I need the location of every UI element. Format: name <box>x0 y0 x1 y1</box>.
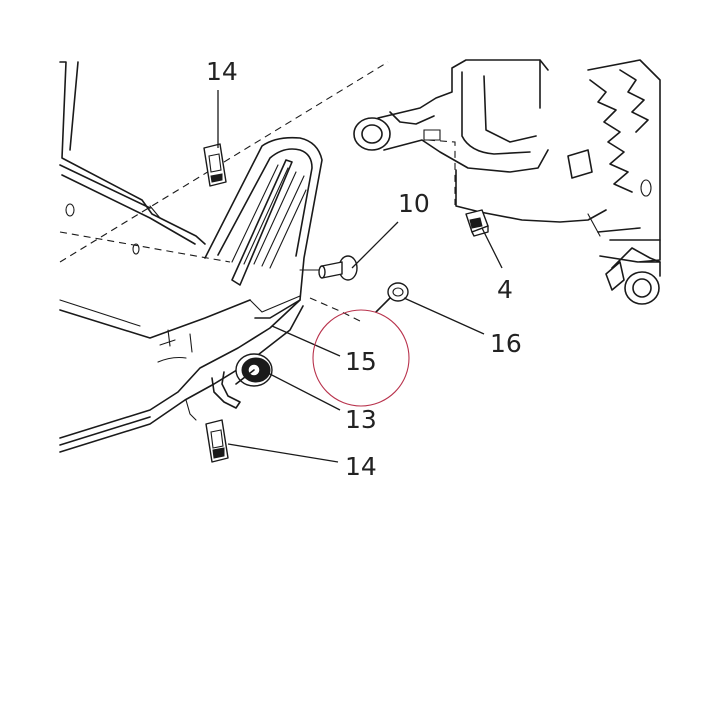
pin-16 <box>375 282 409 313</box>
callout-14-upper: 14 <box>206 57 238 86</box>
right-chassis <box>353 59 661 305</box>
callout-4: 4 <box>497 275 513 304</box>
leader-4 <box>481 227 503 269</box>
callout-15: 15 <box>345 347 377 376</box>
leader-16 <box>403 297 485 335</box>
leader-14-lower <box>227 443 339 463</box>
callout-10: 10 <box>398 189 430 218</box>
clip-14-lower <box>205 419 229 463</box>
leader-15 <box>271 325 341 357</box>
axis-line-clip4 <box>427 139 456 205</box>
left-body-panel <box>59 61 206 255</box>
main-support-bracket <box>59 136 331 453</box>
axis-line-upper <box>59 61 389 263</box>
callout-14-lower: 14 <box>345 452 377 481</box>
leader-13 <box>265 371 341 411</box>
leader-10 <box>351 221 399 269</box>
axis-line-lower <box>59 231 231 263</box>
axis-line-bracket <box>309 297 363 323</box>
nut-4 <box>465 209 489 237</box>
highlight-circle <box>312 309 410 407</box>
callout-16: 16 <box>490 329 522 358</box>
grommet-13 <box>235 353 273 387</box>
callout-13: 13 <box>345 405 377 434</box>
bolt-10 <box>318 255 358 281</box>
clip-14-upper <box>203 143 227 187</box>
